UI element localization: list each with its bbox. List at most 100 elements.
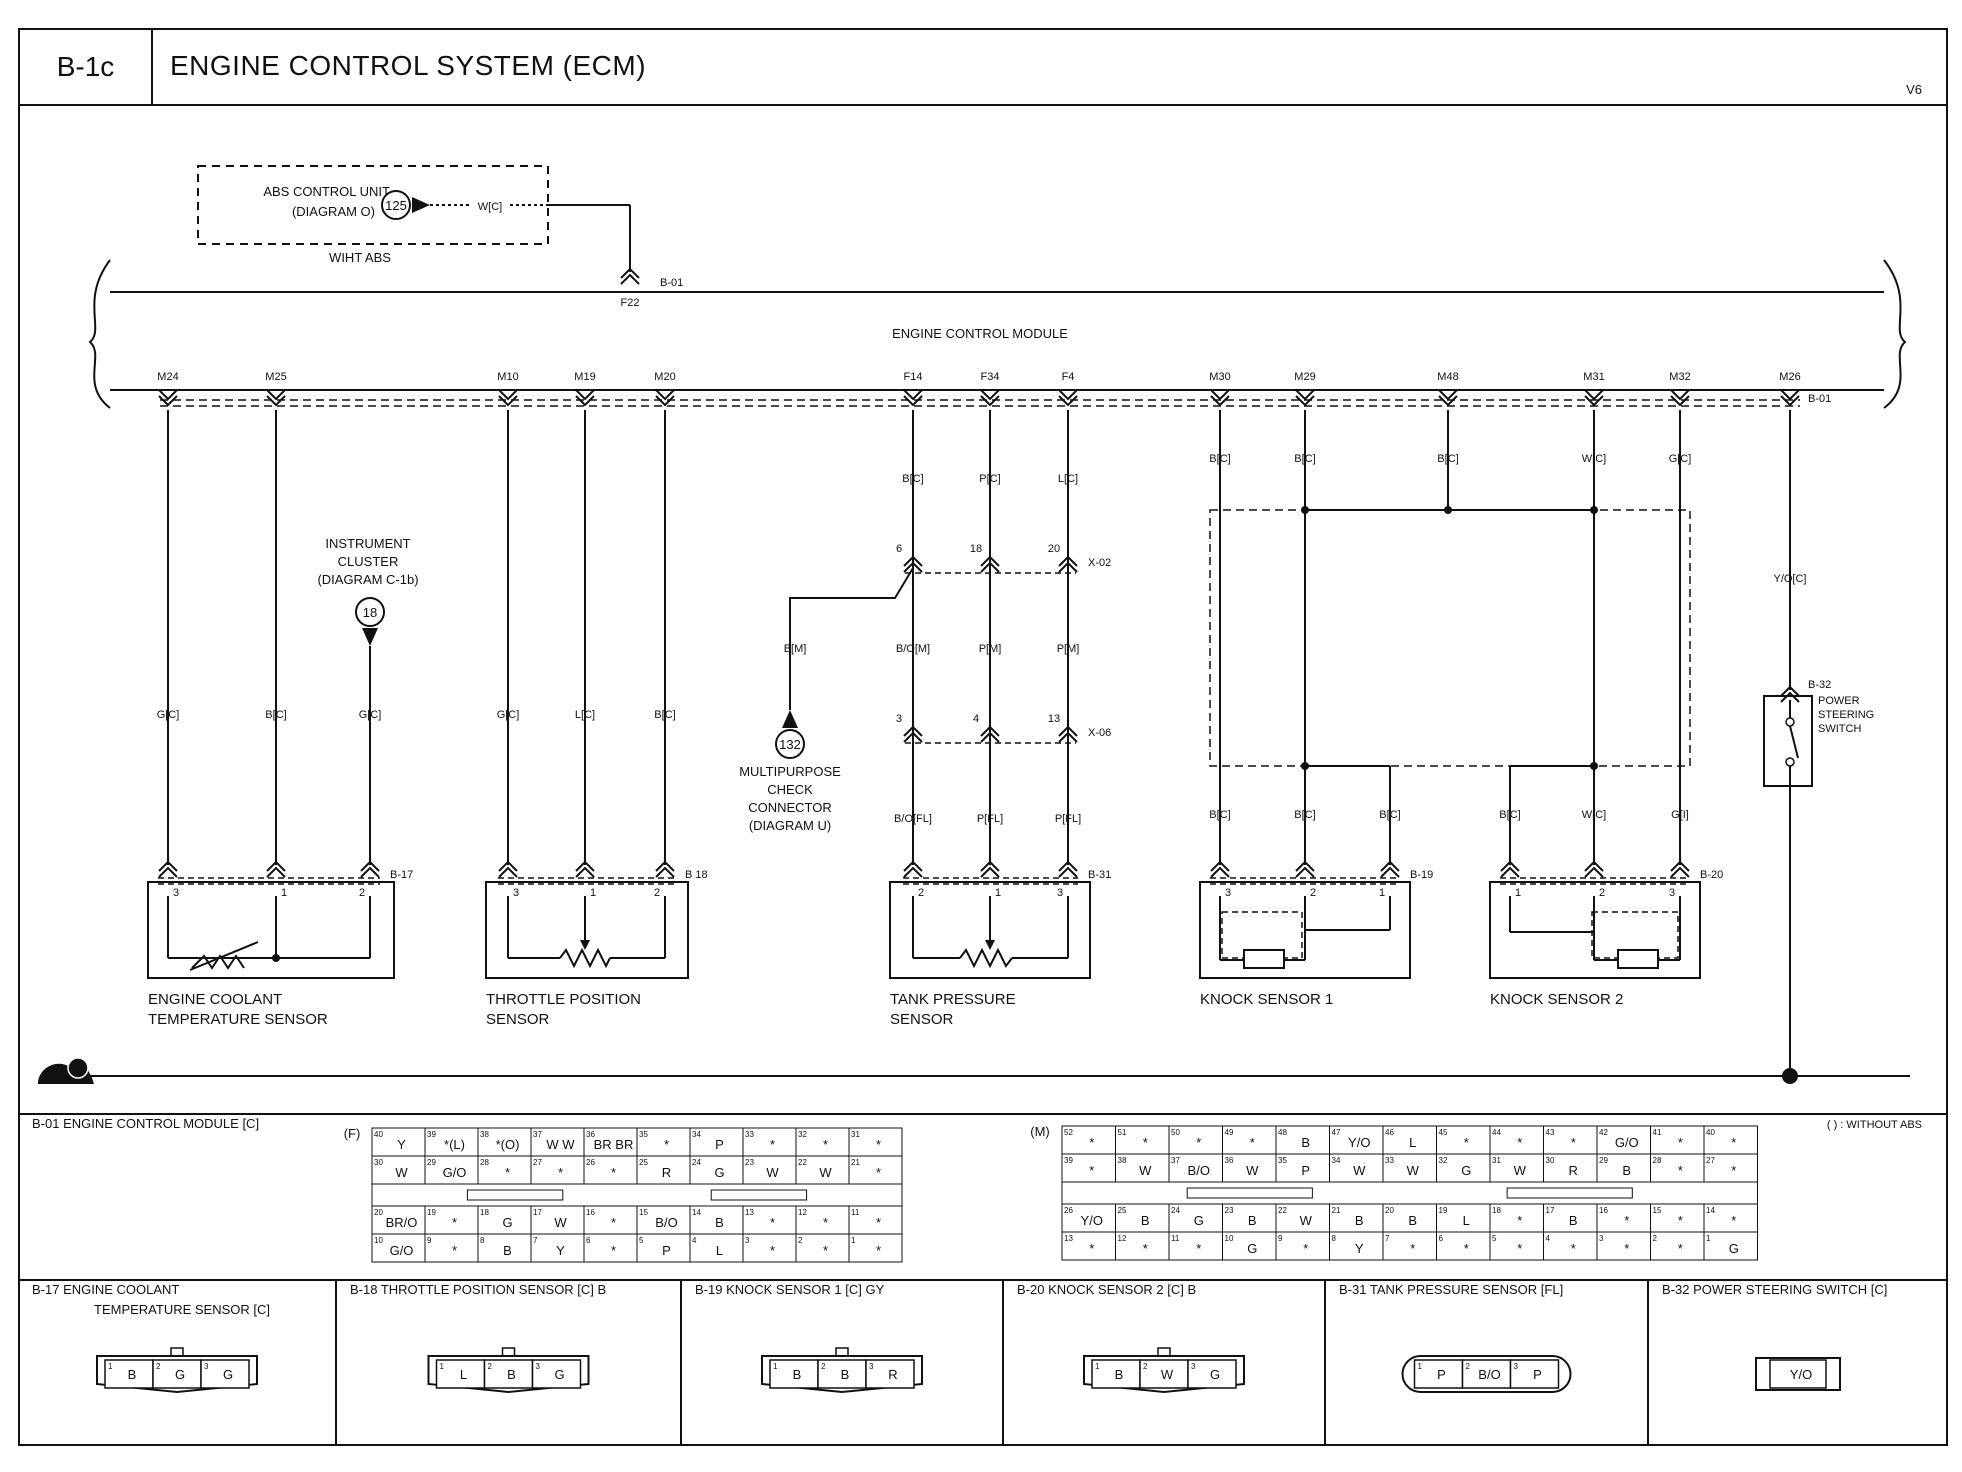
abs-reference-circle — [381, 190, 411, 220]
pin-wire: * — [664, 1137, 669, 1152]
pin-number: 25 — [1118, 1206, 1127, 1215]
tps-sensor-box — [485, 881, 689, 979]
pin-number: 34 — [692, 1130, 701, 1139]
tps-pin-0: 3 — [513, 887, 519, 899]
connector-latch — [835, 1347, 849, 1357]
pin-wire: G — [1247, 1241, 1257, 1256]
cluster-arrow-icon — [362, 628, 378, 646]
wire-m19-color: L[C] — [575, 709, 595, 721]
x02-pin-1: 18 — [970, 543, 982, 555]
pin-number: 51 — [1118, 1128, 1127, 1137]
pin-number: 28 — [1653, 1156, 1662, 1165]
pin-number: 3 — [1599, 1234, 1604, 1243]
pin-wire: * — [770, 1137, 775, 1152]
wire-check-color: B[M] — [784, 643, 807, 655]
wire-ks2-a: B[C] — [1499, 809, 1520, 821]
pin-number: 8 — [1332, 1234, 1337, 1243]
without-abs-note: ( ) : WITHOUT ABS — [1827, 1119, 1922, 1131]
cavity-wire: G — [554, 1367, 564, 1382]
pin-number: 22 — [798, 1158, 807, 1167]
pin-wire: BR BR — [594, 1137, 634, 1152]
pin-wire: *(L) — [444, 1137, 465, 1152]
junction-dot — [272, 954, 280, 962]
pin-wire: W — [1139, 1163, 1152, 1178]
cavity-number: 1 — [773, 1362, 778, 1371]
pin-number: 7 — [533, 1236, 538, 1245]
ecm-pin-chevron — [1584, 389, 1604, 407]
pin-number: 33 — [745, 1130, 754, 1139]
pin-number: 14 — [1706, 1206, 1715, 1215]
pin-number: 17 — [1546, 1206, 1555, 1215]
pin-number: 50 — [1171, 1128, 1180, 1137]
wire-f4-bot: P[FL] — [1055, 813, 1081, 825]
pin-wire: * — [770, 1215, 775, 1230]
ecm-pin-12: M32 — [1669, 371, 1690, 383]
pin-wire: G — [1461, 1163, 1471, 1178]
ks1-element-icon — [1243, 949, 1285, 969]
pin-number: 23 — [745, 1158, 754, 1167]
connector-keyway — [1061, 1181, 1758, 1205]
ecm-pin-8: M30 — [1209, 371, 1230, 383]
thermistor-arrow — [189, 941, 259, 971]
cluster-line2: CLUSTER — [338, 554, 399, 569]
key-slot — [1186, 1187, 1313, 1199]
tank-connector-id: B-31 — [1088, 869, 1111, 881]
wire-m48-color: B[C] — [1437, 453, 1458, 465]
sensor-connector-chevron — [655, 860, 675, 878]
ect-pin-0: 3 — [173, 887, 179, 899]
cavity-wire: G — [223, 1367, 233, 1382]
switch-contact-icon — [1785, 717, 1795, 727]
wire-m32-color: G[C] — [1669, 453, 1692, 465]
pin-number: 19 — [1439, 1206, 1448, 1215]
knock-shield-box — [1209, 509, 1691, 767]
pin-number: 40 — [1706, 1128, 1715, 1137]
pin-wire: * — [1517, 1241, 1522, 1256]
connector-cavity — [1769, 1359, 1827, 1389]
connector-cavity — [865, 1359, 915, 1389]
f-connector-label: (F) — [344, 1126, 361, 1141]
x06-pin-2: 13 — [1048, 713, 1060, 725]
pin-wire: G/O — [390, 1243, 414, 1258]
ecm-pin-3: M19 — [574, 371, 595, 383]
pin-wire: W — [819, 1165, 832, 1180]
pin-wire: B/O — [655, 1215, 677, 1230]
pss-switch-lever — [1789, 725, 1799, 759]
ecm-pin-4: M20 — [654, 371, 675, 383]
pss-label-line1: POWER — [1818, 695, 1860, 707]
cavity-number: 3 — [1514, 1362, 1519, 1371]
tps-pin-1: 1 — [590, 887, 596, 899]
cavity-wire: B/O — [1478, 1367, 1500, 1382]
ecm-pin-chevron — [1670, 389, 1690, 407]
pin-wire: L — [716, 1243, 723, 1258]
diagram-code: B-1c — [20, 30, 153, 106]
wire-f14-mid: B/O[M] — [896, 643, 930, 655]
connector-cavity — [483, 1359, 534, 1389]
connector-latch — [1157, 1347, 1171, 1357]
abs-box-line1: ABS CONTROL UNIT — [263, 184, 390, 199]
connector-view-title: B-17 ENGINE COOLANT — [32, 1282, 179, 1297]
pin-number: 39 — [1064, 1156, 1073, 1165]
pin-number: 13 — [745, 1208, 754, 1217]
abs-wire-color: W[C] — [478, 201, 502, 213]
pin-wire: W — [1514, 1163, 1527, 1178]
pin-number: 25 — [639, 1158, 648, 1167]
x02-pin-0: 6 — [896, 543, 902, 555]
ecm-pin-chevron — [1780, 389, 1800, 407]
pin-number: 28 — [480, 1158, 489, 1167]
switch-contact-icon — [1785, 757, 1795, 767]
pin-wire: * — [1678, 1213, 1683, 1228]
pin-wire: W W — [546, 1137, 575, 1152]
pin-number: 1 — [1706, 1234, 1711, 1243]
pss-connector-id: B-32 — [1808, 679, 1831, 691]
pin-wire: Y/O — [1348, 1135, 1370, 1150]
ks1-pin-1: 2 — [1310, 887, 1316, 899]
ks1-connector-id: B-19 — [1410, 869, 1433, 881]
pin-number: 32 — [798, 1130, 807, 1139]
pin-wire: * — [1089, 1241, 1094, 1256]
ecm-pin-chevron — [1210, 389, 1230, 407]
wire-ks1-a: B[C] — [1209, 809, 1230, 821]
x02-id: X-02 — [1088, 557, 1111, 569]
ect-sensor-box — [147, 881, 395, 979]
pin-number: 31 — [1492, 1156, 1501, 1165]
ks1-pin-2: 1 — [1379, 887, 1385, 899]
